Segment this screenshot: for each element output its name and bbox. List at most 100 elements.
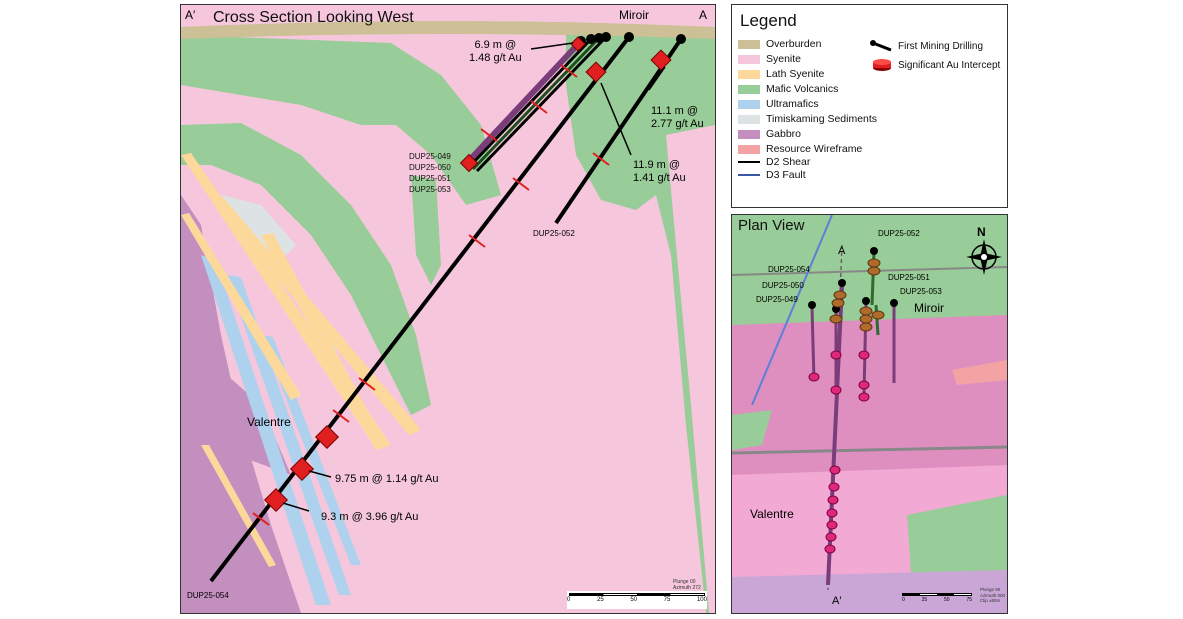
plan-hole-label-054: DUP25-054 <box>768 265 810 274</box>
hole-group-labels: DUP25-049 DUP25-050 DUP25-051 DUP25-053 <box>409 151 451 195</box>
callout-arrows <box>282 42 666 512</box>
plan-collar-051[interactable] <box>862 297 870 305</box>
collar-050[interactable] <box>586 34 596 44</box>
intercept-callout-5: 9.3 m @ 3.96 g/t Au <box>321 511 419 523</box>
intercept-11-9m[interactable] <box>585 61 607 83</box>
scale-tick-75: 75 <box>663 597 671 603</box>
callout-2-line2: 2.77 g/t Au <box>651 118 704 130</box>
legend-item-ultramafics: Ultramafics <box>738 97 819 111</box>
plan-scale-tick-0: 0 <box>902 597 905 603</box>
legend-label: Lath Syenite <box>766 68 825 80</box>
plan-intercepts-shallow <box>829 258 885 332</box>
plan-footnote-plunge: Plunge 90 <box>980 587 1001 592</box>
callout-3-line1: 11.9 m @ <box>633 159 681 171</box>
plan-gabbro-south <box>732 570 1007 613</box>
scale-bar: 0 25 50 75 100 <box>567 591 707 609</box>
lath-syenite-band-5 <box>201 445 276 567</box>
north-arrow-icon <box>966 239 1002 275</box>
line-d3-fault <box>738 174 760 176</box>
syenite-dyke-east <box>666 125 715 613</box>
footnote-plunge: Plunge 00 <box>673 579 696 585</box>
intercept-ticks <box>252 64 610 526</box>
plan-footnote-clip: Clip ±50m <box>980 598 1001 603</box>
plan-label-a-prime: A′ <box>832 595 842 607</box>
callout-1-line1: 6.9 m @ <box>474 39 517 51</box>
north-label: N <box>977 225 986 239</box>
intercept-extra-054[interactable] <box>314 424 340 450</box>
drillhole-050[interactable] <box>467 37 593 169</box>
swatch-lath-syenite <box>738 69 760 79</box>
legend-item-d2-shear: D2 Shear <box>738 155 810 169</box>
intercept-6-9m[interactable] <box>570 36 586 52</box>
place-valentre: Valentre <box>247 415 291 429</box>
plan-mafic-patch-2 <box>907 495 1007 587</box>
ultramafics-band-2 <box>226 275 351 595</box>
legend-item-d3-fault: D3 Fault <box>738 168 806 182</box>
plan-collar-049[interactable] <box>808 301 816 309</box>
legend-label: Timiskaming Sediments <box>766 113 878 125</box>
legend-label: Significant Au Intercept <box>898 59 1001 71</box>
drillhole-049[interactable] <box>462 38 584 168</box>
plan-view-map <box>732 215 1007 613</box>
plan-hole-049[interactable] <box>810 306 816 381</box>
plan-intercepts-deep <box>808 350 870 554</box>
legend-item-drilling: First Mining Drilling <box>870 39 983 53</box>
plan-hole-label-052: DUP25-052 <box>878 229 920 238</box>
section-label-a: A <box>699 8 708 22</box>
plan-hole-051b[interactable] <box>874 304 880 336</box>
legend-item-syenite: Syenite <box>738 52 801 66</box>
hole-label-050: DUP25-050 <box>409 163 451 172</box>
plan-resource-wireframe <box>952 360 1007 385</box>
swatch-timiskaming <box>738 114 760 124</box>
section-label-a-prime: A′ <box>185 8 196 22</box>
legend-label: Gabbro <box>766 128 802 140</box>
plan-collar-054[interactable] <box>838 279 846 287</box>
line-d2-shear <box>738 161 760 163</box>
plan-hole-label-051: DUP25-051 <box>888 273 930 282</box>
collar-054[interactable] <box>624 32 634 42</box>
plan-scale-tick-25: 25 <box>921 597 928 603</box>
intercept-callout-1: 6.9 m @ 1.48 g/t Au <box>469 39 522 65</box>
swatch-gabbro <box>738 129 760 139</box>
mafic-volcanics-unit-2 <box>181 123 431 415</box>
swatch-mafic-volcanics <box>738 84 760 94</box>
place-miroir: Miroir <box>619 8 649 22</box>
plan-d3-fault <box>751 215 833 406</box>
hole-label-049: DUP25-049 <box>409 152 451 161</box>
plan-collar-052[interactable] <box>870 247 878 255</box>
collar-053[interactable] <box>601 32 611 42</box>
plan-scale-bar: 0 25 50 75 <box>902 591 972 605</box>
legend-label: Mafic Volcanics <box>766 83 839 95</box>
swatch-syenite <box>738 54 760 64</box>
intercept-9-75m[interactable] <box>289 456 315 482</box>
plan-label-a: A <box>838 245 846 257</box>
collar-052[interactable] <box>676 34 686 44</box>
swatch-ultramafics <box>738 99 760 109</box>
drillhole-054[interactable] <box>209 35 631 583</box>
legend-item-overburden: Overburden <box>738 37 821 51</box>
plan-footnote-azimuth: Azimuth 000 <box>980 592 1006 598</box>
mafic-volcanics-unit <box>181 35 501 205</box>
plan-collar-053[interactable] <box>890 299 898 307</box>
legend-label: Syenite <box>766 53 802 65</box>
legend-label: Resource Wireframe <box>766 143 863 155</box>
intercept-11-1m[interactable] <box>650 49 672 71</box>
intercept-9-3m[interactable] <box>263 487 289 513</box>
callout-3-line2: 1.41 g/t Au <box>633 172 686 184</box>
cross-section-panel: A′ A Cross Section Looking West Miroir V… <box>180 4 716 614</box>
legend-label: Overburden <box>766 38 822 50</box>
intercept-end-bundle[interactable] <box>459 153 479 173</box>
drillhole-053[interactable] <box>475 35 608 173</box>
plan-view-title: Plan View <box>738 217 805 234</box>
cross-section-map <box>181 5 715 613</box>
callout-1-line2: 1.48 g/t Au <box>469 52 522 64</box>
intercept-callout-2: 11.1 m @ 2.77 g/t Au <box>651 105 704 131</box>
plan-footnote: Plunge 90 Azimuth 000 Clip ±50m <box>980 587 1005 604</box>
plan-view-panel: Plan View A A′ N Miroir Valentre DUP25-0… <box>731 214 1008 614</box>
cross-section-title: Cross Section Looking West <box>213 9 414 26</box>
legend-label: First Mining Drilling <box>898 40 984 52</box>
legend-item-gabbro: Gabbro <box>738 127 801 141</box>
swatch-resource-wireframe <box>738 144 760 154</box>
legend-item-mafic-volcanics: Mafic Volcanics <box>738 82 838 96</box>
mafic-volcanics-unit-3 <box>411 175 441 285</box>
